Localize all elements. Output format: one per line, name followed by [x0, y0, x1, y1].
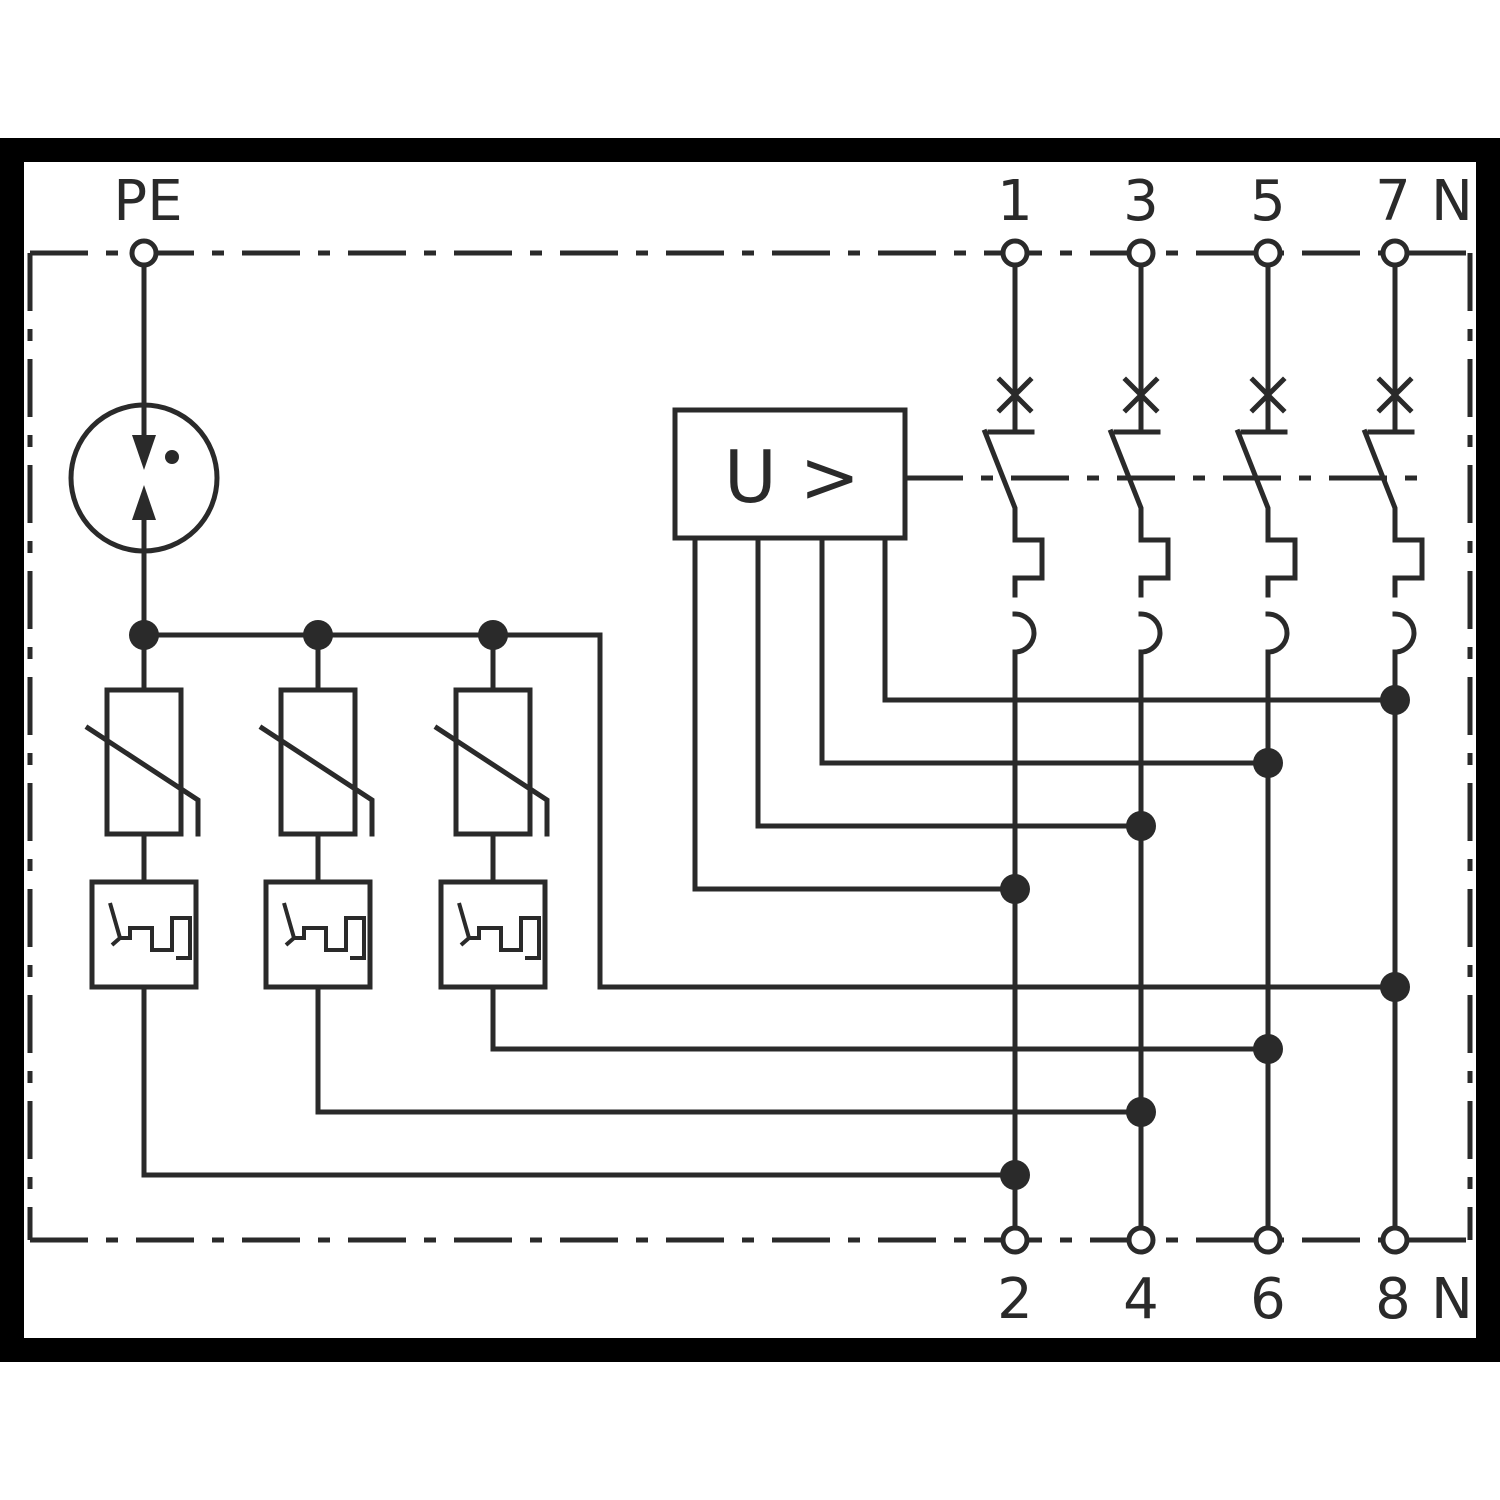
junction-dot	[1126, 1097, 1156, 1127]
spark-gap-arrow-up-icon	[132, 485, 156, 520]
varistor-branch-1	[84, 632, 1018, 1178]
pole-5	[1234, 250, 1298, 1243]
enclosure-outline	[27, 250, 1473, 1243]
thermal-disconnect-3	[438, 879, 548, 990]
pe-spark-gap	[68, 250, 220, 638]
terminal-4	[1126, 1225, 1156, 1255]
frame-band-right	[1476, 138, 1500, 1362]
junction-dot	[1253, 1034, 1283, 1064]
sense-line-1	[692, 535, 1018, 892]
pole-1	[981, 250, 1045, 1243]
terminal-label-8: 8	[1375, 1267, 1411, 1332]
terminal-label-4: 4	[1123, 1267, 1159, 1332]
terminal-7	[1380, 238, 1410, 268]
varistor-branch-2	[258, 632, 1144, 1115]
terminal-label-7: 7	[1375, 169, 1411, 234]
terminal-label-6: 6	[1250, 1267, 1286, 1332]
terminal-pe	[129, 238, 159, 268]
thermal-disconnect-2	[263, 879, 373, 990]
junction-dot	[303, 620, 333, 650]
pe-bus	[141, 632, 1398, 990]
frame-band-bottom	[0, 1338, 1500, 1362]
junction-dot	[129, 620, 159, 650]
terminal-2	[1000, 1225, 1030, 1255]
sense-line-2	[755, 535, 1144, 829]
overvoltage-relay-label: U >	[724, 435, 860, 519]
thermal-disconnect-1	[89, 879, 199, 990]
frame-band-left	[0, 138, 24, 1362]
frame-band-top	[0, 138, 1500, 162]
junction-dot	[1253, 748, 1283, 778]
terminal-8	[1380, 1225, 1410, 1255]
junction-dot	[1000, 1160, 1030, 1190]
terminal-1	[1000, 238, 1030, 268]
pe-label: PE	[113, 169, 182, 234]
junction-dot	[1000, 874, 1030, 904]
terminal-label-n-bottom: N	[1431, 1267, 1473, 1332]
terminal-label-5: 5	[1250, 169, 1286, 234]
terminal-3	[1126, 238, 1156, 268]
sense-line-3	[819, 535, 1271, 766]
pole-3	[1107, 250, 1171, 1243]
terminal-6	[1253, 1225, 1283, 1255]
junction-dot	[1380, 972, 1410, 1002]
terminal-label-2: 2	[997, 1267, 1033, 1332]
spark-gap-arrow-down-icon	[132, 435, 156, 470]
terminal-label-3: 3	[1123, 169, 1159, 234]
terminal-label-1: 1	[997, 169, 1033, 234]
overvoltage-relay-box	[672, 407, 908, 541]
junction-dot	[1126, 811, 1156, 841]
sense-line-4	[882, 535, 1398, 703]
terminal-5	[1253, 238, 1283, 268]
pole-7	[1361, 250, 1425, 1243]
terminal-label-n-top: N	[1431, 169, 1473, 234]
junction-dot	[1380, 685, 1410, 715]
junction-dot	[478, 620, 508, 650]
